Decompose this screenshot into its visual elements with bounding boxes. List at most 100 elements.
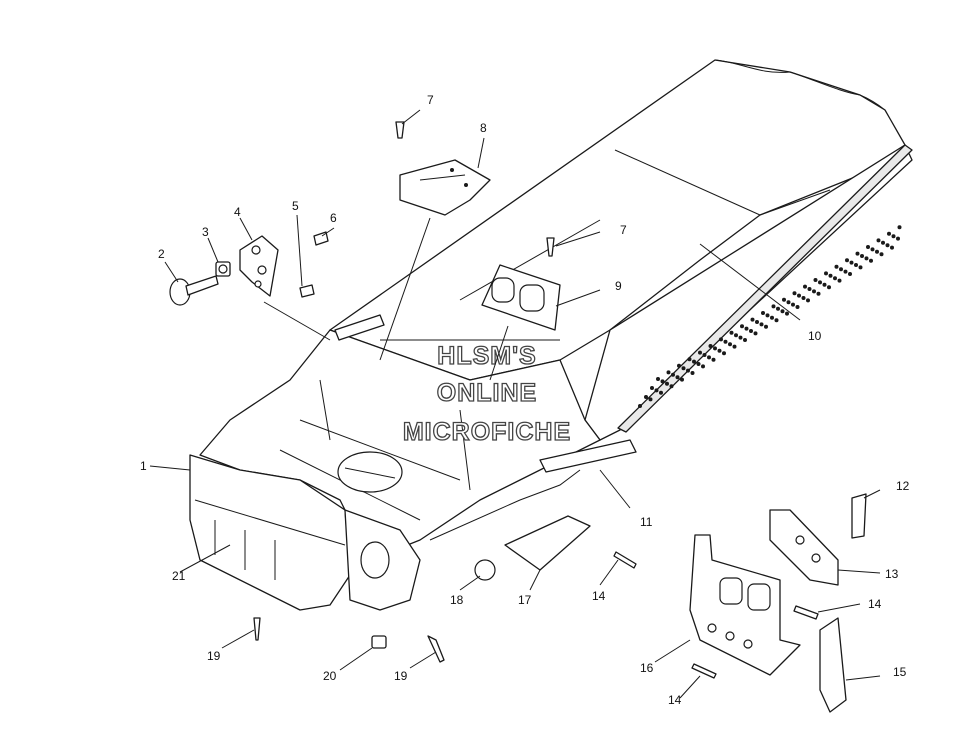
perforation-hole [887, 231, 891, 236]
perforation-hole [701, 364, 705, 369]
perforation-hole [890, 245, 894, 250]
perforation-hole [869, 258, 873, 263]
perforation-hole [771, 304, 776, 309]
perforation-hole [776, 306, 780, 311]
part-19-bolt-a [253, 617, 261, 641]
perforation-hole [864, 256, 869, 261]
perforation-hole [707, 355, 711, 360]
callout-15: 15 [893, 665, 907, 679]
watermark-line-2: ONLINE [437, 379, 537, 407]
perforation-hole [764, 324, 768, 329]
perforation-hole [839, 267, 843, 272]
perforation-hole [669, 384, 674, 389]
perforation-hole [827, 285, 831, 290]
perforation-hole [711, 357, 716, 362]
perforation-hole [765, 313, 770, 318]
perforation-hole [732, 344, 737, 349]
part-14-bolt-c [691, 663, 717, 679]
perforation-hole [828, 273, 833, 278]
perforation-hole [897, 225, 902, 230]
callout-18: 18 [450, 593, 464, 607]
perforation-hole [753, 331, 758, 336]
perforation-hole [837, 278, 842, 283]
perforation-hole [780, 309, 785, 314]
perforation-hole [770, 315, 774, 320]
perforation-hole [638, 404, 642, 408]
callout-13: 13 [885, 567, 899, 581]
callout-10: 10 [808, 329, 822, 343]
side-wall-perforations [638, 225, 902, 408]
part-5-screw [299, 284, 315, 298]
perforation-hole [876, 238, 881, 243]
part-9-plate [481, 264, 561, 331]
callout-19-b: 19 [394, 669, 408, 683]
perforation-hole [686, 368, 690, 373]
perforation-hole [824, 271, 828, 276]
perforation-hole [870, 247, 875, 252]
callout-11: 11 [640, 515, 653, 529]
part-15-strap [819, 617, 847, 713]
perforation-hole [774, 318, 779, 323]
perforation-hole [666, 370, 671, 375]
perforation-hole [680, 377, 684, 382]
watermark: HLSM'S ONLINE MICROFICHE [402, 341, 571, 446]
perforation-hole [648, 397, 653, 402]
perforation-hole [833, 276, 837, 281]
perforation-hole [834, 264, 839, 269]
perforation-hole [690, 371, 695, 375]
callout-2: 2 [158, 247, 165, 261]
perforation-hole [858, 265, 863, 270]
perforation-hole [671, 372, 675, 377]
callout-19-a: 19 [207, 649, 221, 663]
perforation-hole [644, 395, 648, 399]
perforation-hole [816, 291, 821, 296]
perforation-hole [896, 236, 900, 241]
part-14-bolt-a [613, 551, 637, 569]
perforation-hole [797, 293, 801, 298]
perforation-hole [812, 289, 816, 294]
part-6-screw [313, 231, 329, 246]
chassis-tunnel [189, 59, 913, 611]
perforation-hole [708, 344, 713, 348]
perforation-hole [698, 350, 702, 355]
perforation-hole [803, 284, 807, 289]
perforation-hole [677, 363, 681, 368]
perforation-hole [744, 326, 749, 331]
perforation-hole [848, 272, 852, 276]
perforation-hole [891, 234, 896, 239]
perforation-hole [750, 317, 755, 322]
perforation-hole [660, 379, 665, 384]
perforation-hole [813, 278, 818, 282]
perforation-hole [792, 291, 797, 296]
perforation-hole [818, 280, 822, 285]
part-7-rivet-a [395, 121, 405, 139]
callout-21: 21 [172, 569, 186, 583]
part-8-bracket [399, 159, 491, 216]
perforation-hole [843, 269, 848, 274]
perforation-hole [740, 324, 744, 329]
perforation-hole [749, 329, 753, 333]
callout-6: 6 [330, 211, 337, 225]
perforation-hole [849, 260, 854, 265]
callout-numbers: 1 2 3 4 5 6 7 7 8 9 10 11 12 13 14 14 14… [140, 93, 910, 707]
perforation-hole [675, 375, 680, 380]
perforation-hole [722, 351, 726, 356]
perforation-hole [738, 335, 743, 340]
perforation-hole [791, 302, 795, 307]
callout-14-a: 14 [592, 589, 606, 603]
perforation-hole [702, 353, 707, 357]
perforation-hole [728, 342, 732, 347]
callout-7-mid: 7 [620, 223, 627, 237]
part-12-clip [851, 493, 867, 539]
part-19-bolt-b [427, 635, 445, 663]
callout-7-top: 7 [427, 93, 434, 107]
part-16-shield [689, 534, 801, 676]
perforation-hole [761, 311, 765, 315]
part-3-nut [215, 261, 231, 277]
perforation-hole [696, 362, 701, 366]
perforation-hole [881, 240, 885, 245]
watermark-line-3: MICROFICHE [403, 418, 571, 446]
callout-14-c: 14 [668, 693, 682, 707]
perforation-hole [755, 320, 759, 324]
perforation-hole [801, 296, 806, 300]
